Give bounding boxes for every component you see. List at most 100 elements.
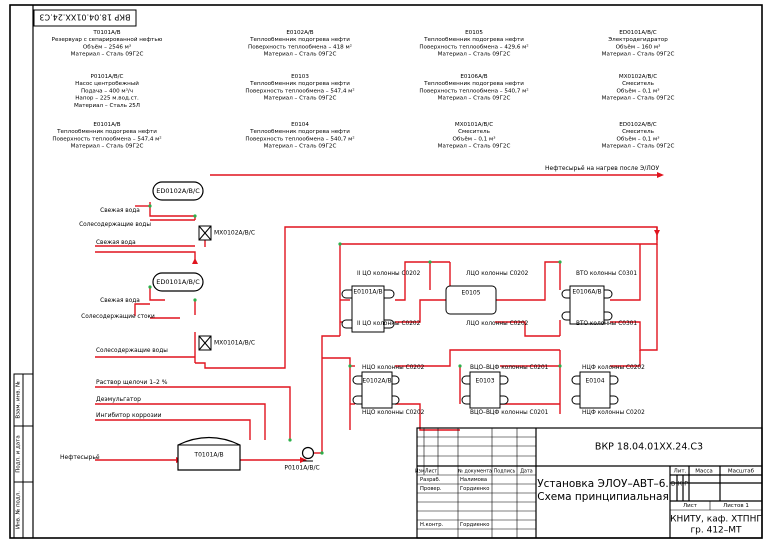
salt-water-label-2: Солесодержащие стоки — [81, 314, 155, 320]
side-stamp — [13, 373, 34, 539]
legend-item-line: Резервуар с сепарированной нефтью — [52, 36, 163, 43]
legend-item-line: Материал – Сталь 09Г2С — [602, 96, 675, 102]
mx0101-label: МХ0101А/В/С — [214, 340, 255, 347]
legend-item-line: Поверхность теплообмена – 547,4 м² — [52, 135, 161, 142]
stream-label: II ЦО колонны С0202 — [357, 271, 421, 277]
heat-exchanger-e0105: Е0105 — [445, 285, 497, 315]
e0101-label: Е0101А/В — [353, 289, 382, 296]
stream-label: ВЦО–ВЦФ колонны С0201 — [470, 365, 549, 371]
legend-item-tag: Р0101А/В/С — [91, 74, 124, 80]
heat-exchanger-e0102: Е0102А/В — [352, 371, 400, 409]
legend-item-line: Теплообменник подогрева нефти — [249, 37, 350, 43]
legend-item-tag: Е0104 — [291, 122, 309, 128]
stream-label: ЛЦО колонны С0202 — [466, 271, 529, 277]
legend-item-line: Напор – 225 м.вод.ст. — [75, 96, 139, 102]
stream-label: ВЦО–ВЦФ колонны С0201 — [470, 410, 549, 416]
stream-label: II ЦО колонны С0202 — [357, 321, 421, 327]
tank-label: Т0101А/В — [193, 452, 223, 459]
legend-item-line: Объём – 160 м³ — [616, 43, 661, 50]
org-line2: гр. 412–МТ — [690, 526, 742, 536]
tank-t0101: Т0101А/В — [177, 436, 241, 471]
legend-item-line: Материал – Сталь 09Г2С — [71, 144, 144, 150]
stream-label: НЦО колонны С0202 — [362, 410, 425, 416]
scale-header: Масштаб — [728, 469, 755, 475]
stream-label: НЦО колонны С0202 — [362, 365, 425, 371]
org-line1: КНИТУ, каф. ХТПНГ — [670, 515, 762, 525]
legend-item-line: Поверхность теплообмена – 540,7 м² — [419, 87, 528, 94]
legend-item-line: Материал – Сталь 09Г2С — [602, 144, 675, 150]
sheet-border — [9, 4, 763, 539]
sheet-label: Лист — [683, 503, 698, 509]
title-block-role: Н.контр. — [420, 522, 444, 528]
drawing-code: ВКР 18.04.01XX.24.С3 — [595, 442, 703, 453]
legend-item-line: Объём – 0,1 м³ — [617, 135, 660, 142]
legend-item-line: Материал – Сталь 09Г2С — [71, 52, 144, 58]
legend-item-line: Материал – Сталь 09Г2С — [264, 96, 337, 102]
legend-item-line: Поверхность теплообмена – 540,7 м² — [245, 135, 354, 142]
title-block-role: Провер. — [420, 486, 442, 492]
mixer-mx0101: МХ0101А/В/С — [198, 335, 255, 351]
legend-item-line: Электродегидратор — [608, 37, 668, 43]
stream-label: ВТО колонны С0301 — [576, 271, 637, 277]
legend-item-line: Смеситель — [622, 81, 654, 87]
e0102-label: Е0102А/В — [362, 378, 391, 385]
rotated-code-box: ВКР 18.04.01XX.24.С3 — [33, 9, 137, 27]
side-label-2: Подп. и дата — [16, 435, 22, 472]
title-block-col-header: Дата — [520, 469, 532, 475]
pump-p0101: Р0101А/В/С — [284, 446, 320, 472]
demulsifier-label: Деэмульгатор — [96, 396, 141, 403]
electrodehydrator-ed0101: ЕD0101А/В/С — [152, 272, 204, 292]
legend-item-tag: ЕD0102А/В/С — [619, 122, 657, 128]
title-block-name: Гордиенко — [460, 486, 489, 492]
side-label-1: Взам. инв. № — [16, 381, 22, 419]
legend-item-line: Поверхность теплообмена – 429,6 м² — [419, 43, 528, 50]
heat-exchanger-e0103: Е0103 — [461, 371, 509, 409]
legend-item-line: Поверхность теплообмена – 418 м² — [248, 43, 352, 50]
electrodehydrator-ed0102: ЕD0102А/В/С — [152, 181, 204, 201]
heat-exchanger-e0101: Е0101А/В — [341, 285, 395, 333]
legend-item-line: Подача – 400 м³/ч — [81, 87, 133, 94]
legend-item-line: Материал – Сталь 09Г2С — [438, 96, 511, 102]
title-block-col-header: № документа — [458, 469, 492, 475]
stream-label: ЛЦО колонны С0202 — [466, 321, 529, 327]
stream-label: НЦФ колонны С0202 — [582, 410, 645, 416]
legend-item-tag: Е0101А/В — [93, 122, 120, 128]
mass-header: Масса — [695, 469, 713, 475]
ed0101-label: ЕD0101А/В/С — [156, 278, 200, 286]
title-block — [416, 427, 763, 539]
title-block-name: Гордиенко — [460, 522, 489, 528]
legend-item-line: Теплообменник подогрева нефти — [423, 37, 524, 43]
lit-header: Лит. — [674, 469, 687, 475]
inhibitor-label: Ингибитор коррозии — [96, 412, 162, 419]
legend-item-tag: МХ0102А/В/С — [619, 74, 657, 80]
legend-item-line: Теплообменник подогрева нефти — [249, 81, 350, 87]
stream-label: НЦФ колонны С0202 — [582, 365, 645, 371]
title-block-col-header: Лист — [425, 469, 437, 475]
legend-item-tag: Е0102А/В — [286, 30, 313, 36]
lit-value: В — [671, 481, 675, 488]
legend-item-tag: Е0105 — [465, 30, 483, 36]
salt-water-label-3: Солесодержащие воды — [96, 348, 168, 354]
lit-value: Р — [684, 481, 688, 488]
process-lines — [95, 174, 658, 461]
legend-item-line: Смеситель — [622, 129, 654, 135]
legend-item-line: Теплообменник подогрева нефти — [423, 81, 524, 87]
e0103-label: Е0103 — [475, 378, 494, 385]
rotated-code: ВКР 18.04.01XX.24.С3 — [39, 13, 130, 22]
e0105-label: Е0105 — [461, 290, 480, 297]
salt-water-label-1: Солесодержащие воды — [79, 222, 151, 228]
oil-in-label: Нефтесырьё — [60, 454, 100, 461]
mixer-mx0102: МХ0102А/В/С — [198, 225, 255, 241]
legend-item-line: Материал – Сталь 09Г2С — [602, 52, 675, 58]
legend-item-line: Материал – Сталь 09Г2С — [438, 52, 511, 58]
legend-item-tag: МХ0101А/В/С — [455, 122, 493, 128]
legend-item-line: Материал – Сталь 25Л — [74, 103, 140, 109]
legend-item-tag: ЕD0101А/В/С — [619, 30, 657, 36]
lit-value: К — [678, 481, 683, 488]
legend-item-line: Материал – Сталь 09Г2С — [264, 52, 337, 58]
title-block-name: Налимова — [460, 477, 487, 483]
e0104-label: Е0104 — [585, 378, 604, 385]
legend-item-tag: Е0103 — [291, 74, 309, 80]
